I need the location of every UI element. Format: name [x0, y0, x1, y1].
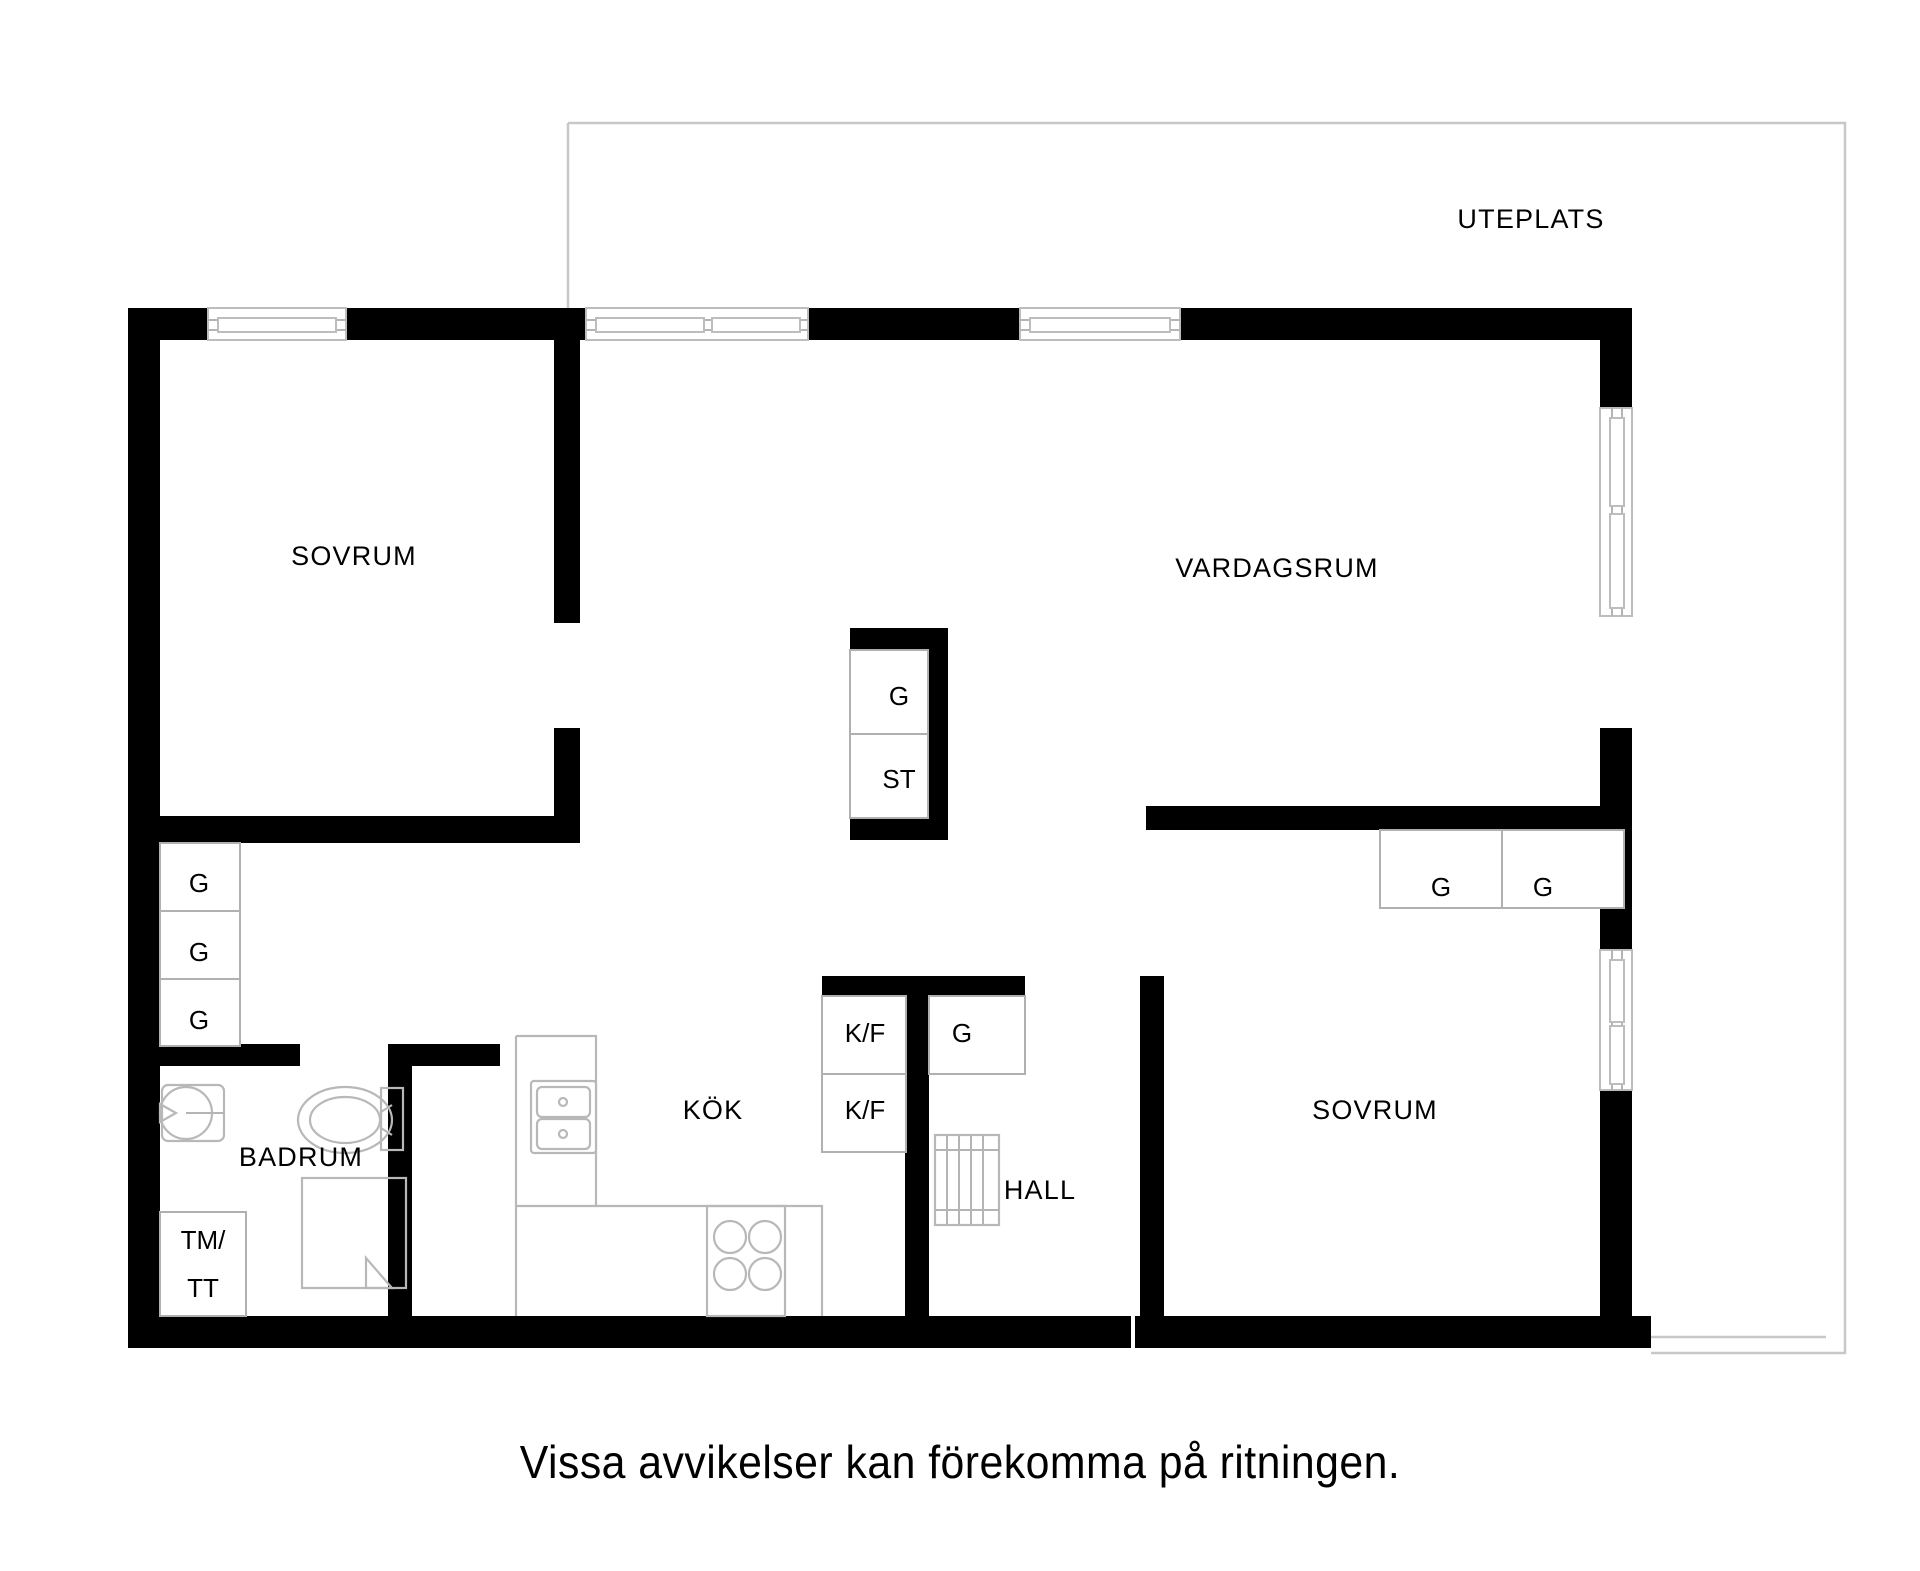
- room-label-vardagsrum: VARDAGSRUM: [1175, 553, 1379, 583]
- closet-label-tm-line1: TM/: [181, 1225, 227, 1255]
- window-right-upper: [1599, 407, 1633, 617]
- plan-caption: Vissa avvikelser kan förekomma på ritnin…: [519, 1436, 1401, 1488]
- closet-label-st-st: ST: [882, 764, 915, 794]
- closet-group-left: [159, 842, 241, 1047]
- kitchen-stove: [705, 1204, 787, 1318]
- closet-label-right-g1: G: [1431, 872, 1451, 902]
- closet-label-right-g2: G: [1533, 872, 1553, 902]
- closet-tm-tt: [159, 1211, 247, 1317]
- bathroom-sink: [158, 1083, 226, 1143]
- closet-group-right: [1379, 829, 1625, 909]
- outdoor-label-uteplats: UTEPLATS: [1457, 204, 1604, 234]
- room-label-sovrum-left: SOVRUM: [291, 541, 417, 571]
- kitchen-sink: [529, 1079, 598, 1155]
- interior-walls: [128, 308, 1632, 1316]
- closet-label-st-g: G: [889, 681, 909, 711]
- room-label-badrum: BADRUM: [239, 1142, 363, 1172]
- kitchen-counter: [514, 1034, 824, 1316]
- bathroom-shower: [300, 1176, 408, 1290]
- bathroom-toilet: [296, 1085, 405, 1155]
- room-label-kok: KÖK: [683, 1095, 744, 1125]
- window-top-1: [207, 307, 347, 341]
- room-label-hall: HALL: [1004, 1175, 1076, 1205]
- closet-label-left-g2: G: [189, 937, 209, 967]
- room-label-sovrum-right: SOVRUM: [1312, 1095, 1438, 1125]
- closet-label-hall-g: G: [952, 1018, 972, 1048]
- hall-radiator: [933, 1133, 1001, 1227]
- closet-label-kf-bottom: K/F: [845, 1095, 885, 1125]
- closet-label-kf-top: K/F: [845, 1018, 885, 1048]
- window-top-3: [1019, 307, 1181, 341]
- window-right-lower: [1599, 949, 1633, 1091]
- closet-label-left-g1: G: [189, 868, 209, 898]
- closet-group-st: [849, 649, 929, 819]
- closet-label-left-g3: G: [189, 1005, 209, 1035]
- closet-group-kf: [821, 995, 1026, 1153]
- window-top-2: [585, 307, 809, 341]
- terrace-outline: [566, 121, 1847, 1355]
- closet-label-tm-line2: TT: [187, 1273, 219, 1303]
